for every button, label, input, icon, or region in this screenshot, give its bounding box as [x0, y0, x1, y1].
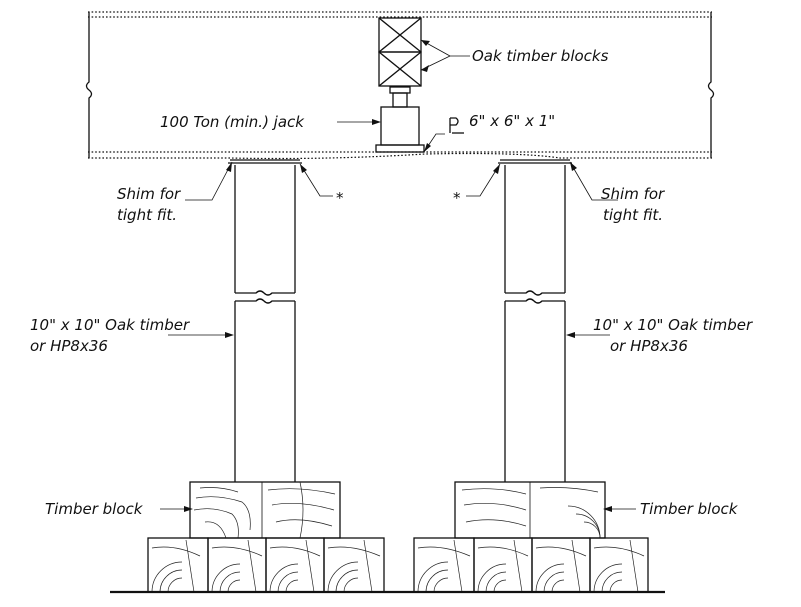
post-left-label-line2: or HP8x36: [30, 337, 108, 355]
post-left-leader: [168, 332, 234, 338]
bearing-plate: [375, 144, 425, 153]
asterisk-right-leader: [466, 163, 501, 197]
post-right: [498, 159, 572, 482]
plate-symbol: [449, 117, 464, 134]
shim-left-label-line2: tight fit.: [117, 206, 177, 224]
plate-leader: [423, 133, 445, 153]
timber-block-right-upper: [454, 481, 606, 539]
asterisk-right: *: [453, 189, 461, 207]
timber-block-left-label: Timber block: [45, 500, 144, 518]
oak-timber-blocks-label: Oak timber blocks: [472, 47, 609, 65]
post-left-label-line1: 10" x 10" Oak timber: [30, 316, 190, 334]
post-right-leader: [566, 332, 610, 338]
shim-left-leader: [185, 161, 233, 201]
asterisk-left: *: [336, 189, 344, 207]
jack: [380, 86, 420, 146]
oak-timber-block-stack: [378, 17, 422, 87]
timber-cribbing-left-lower: [147, 537, 385, 593]
post-right-label-line2: or HP8x36: [610, 337, 688, 355]
timber-block-right-leader: [603, 506, 636, 512]
timber-block-right-label: Timber block: [640, 500, 739, 518]
plate-label: 6" x 6" x 1": [469, 112, 555, 130]
asterisk-left-leader: [299, 163, 333, 197]
jack-label: 100 Ton (min.) jack: [160, 113, 305, 131]
jack-leader: [337, 119, 381, 125]
timber-block-left-leader: [160, 506, 193, 512]
shim-right-label-line1: Shim for: [601, 185, 665, 203]
oak-timber-blocks-leader: [420, 39, 470, 72]
beam-break-left: [85, 12, 93, 158]
beam-break-right: [707, 12, 715, 158]
shim-left-label-line1: Shim for: [117, 185, 181, 203]
beam: [85, 11, 715, 160]
timber-cribbing-right-lower: [413, 537, 649, 593]
timber-block-left-upper: [189, 481, 341, 539]
post-right-label-line1: 10" x 10" Oak timber: [593, 316, 753, 334]
shim-right-leader: [569, 161, 618, 201]
shim-right-label-line2: tight fit.: [603, 206, 663, 224]
post-left: [228, 159, 302, 482]
